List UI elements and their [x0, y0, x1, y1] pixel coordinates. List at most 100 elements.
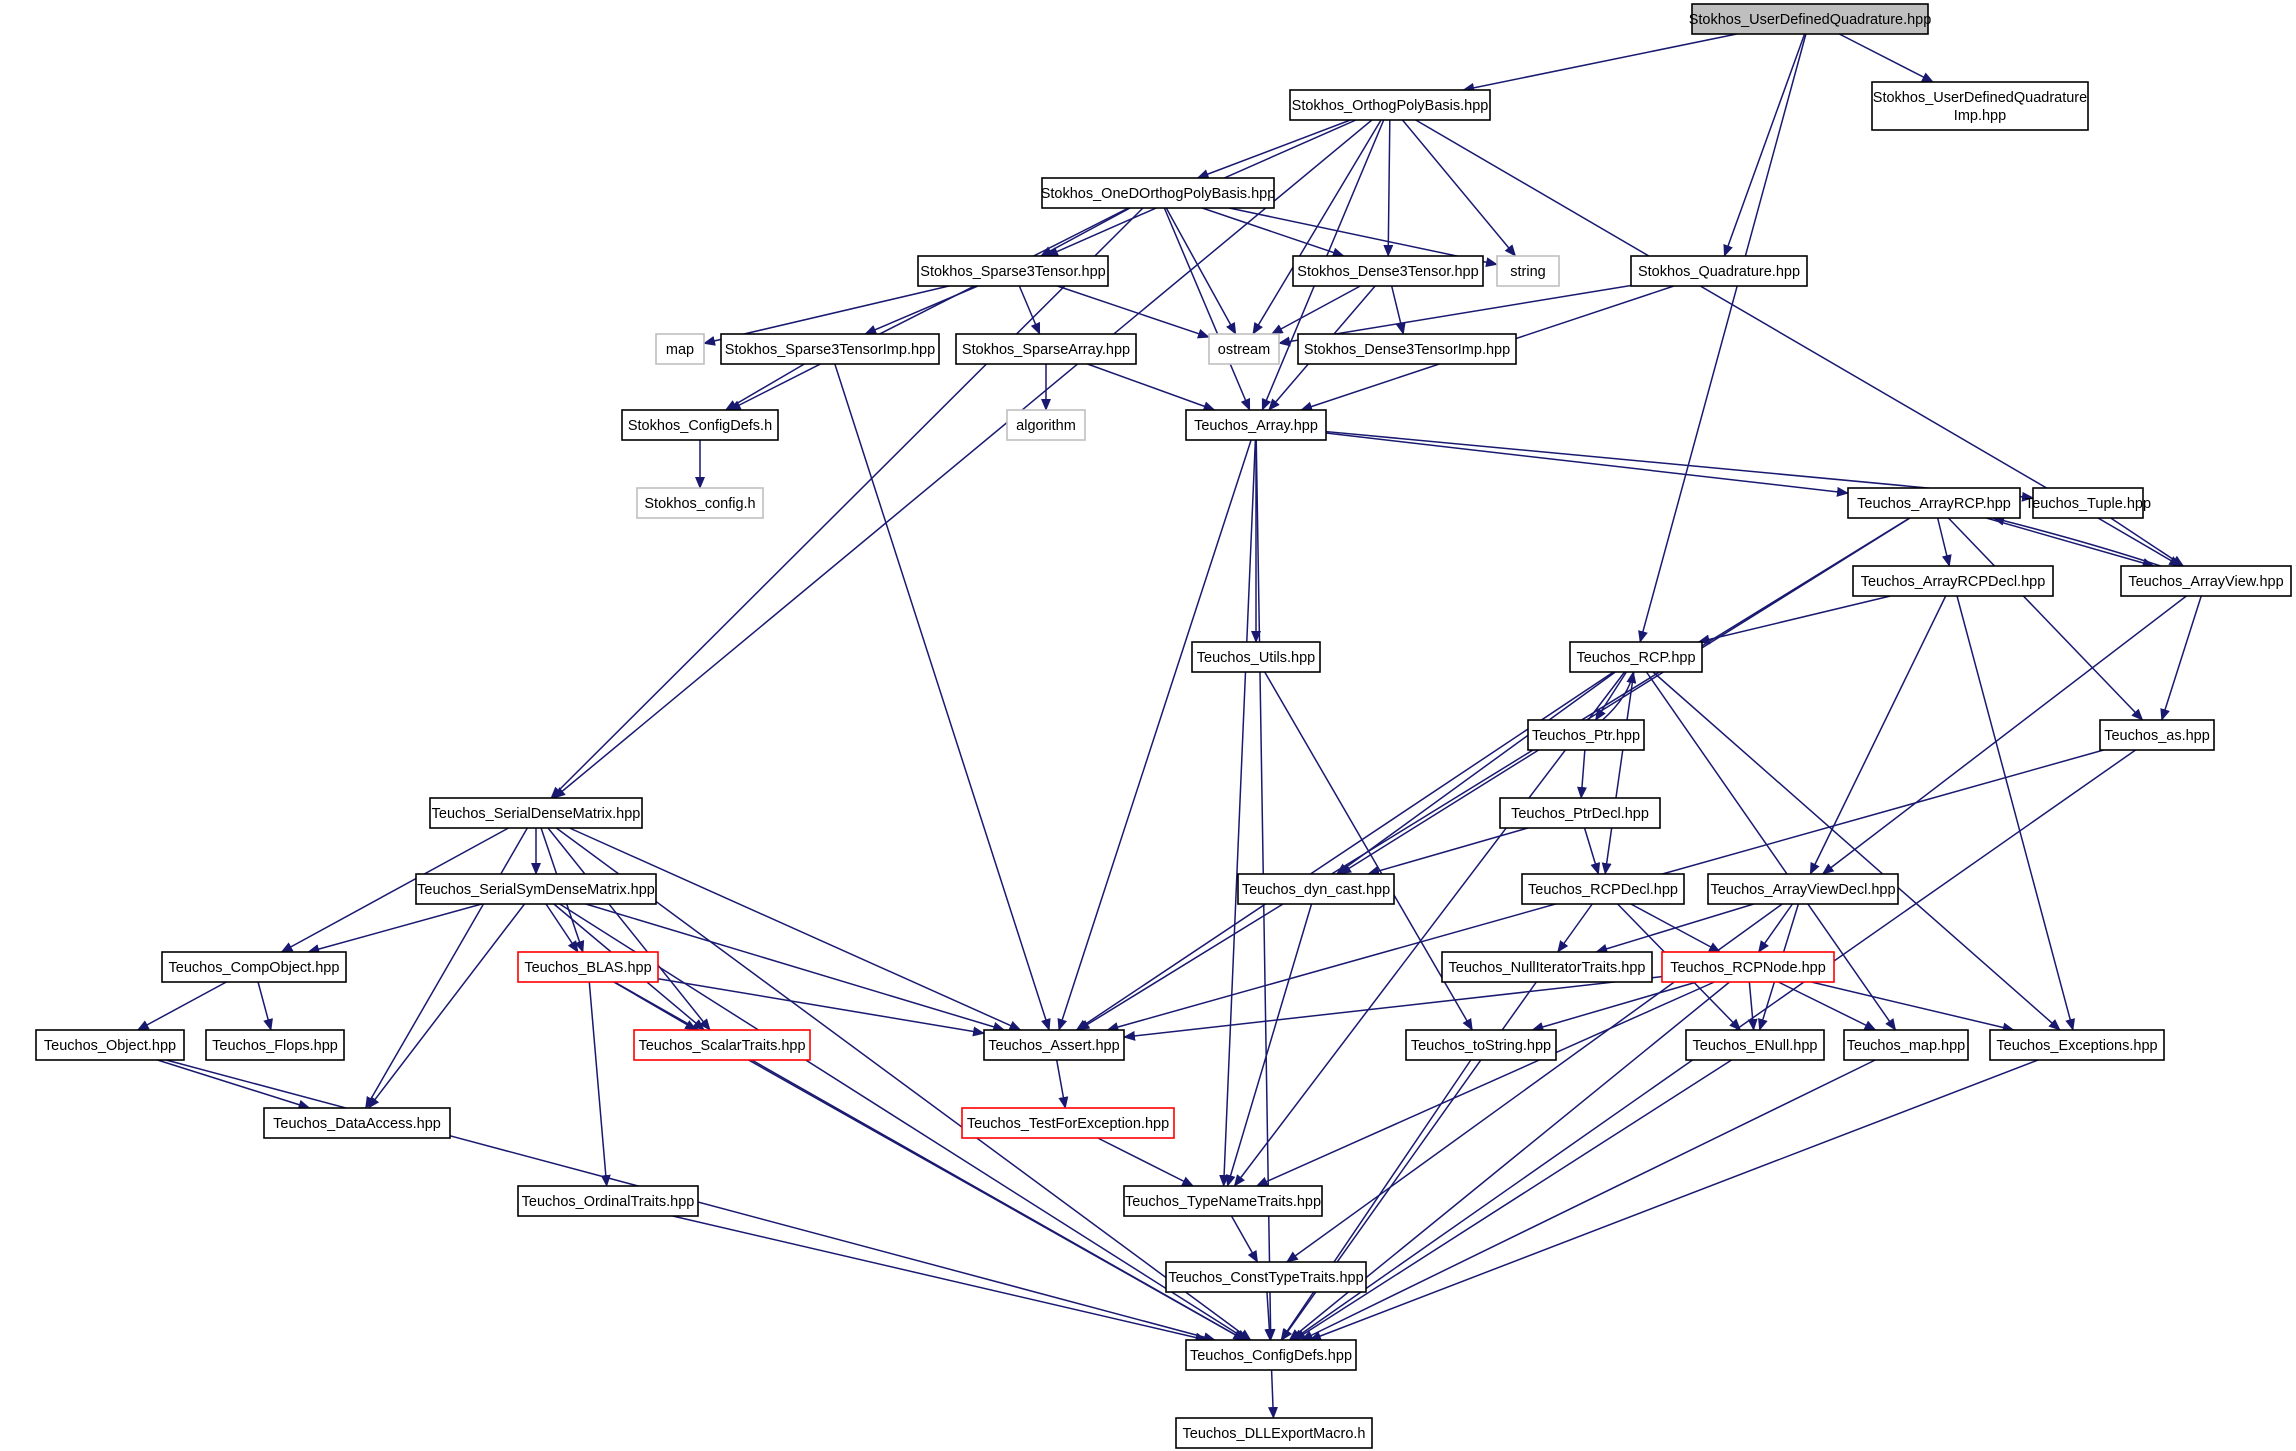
node-arcp[interactable]: Teuchos_ArrayRCP.hpp [1847, 487, 2021, 519]
edge-root-to-udqimp [1838, 33, 1934, 83]
node-avdecl[interactable]: Teuchos_ArrayViewDecl.hpp [1707, 873, 1899, 905]
node-compobj[interactable]: Teuchos_CompObject.hpp [161, 951, 347, 983]
node-ssdm[interactable]: Teuchos_SerialSymDenseMatrix.hpp [415, 873, 657, 905]
node-box [1527, 719, 1645, 751]
node-sp3[interactable]: Stokhos_Sparse3Tensor.hpp [917, 255, 1109, 287]
node-algorithm[interactable]: algorithm [1006, 409, 1086, 441]
node-box [2099, 719, 2215, 751]
edge-assert-to-testforexc [1055, 1059, 1069, 1109]
node-typename[interactable]: Teuchos_TypeNameTraits.hpp [1123, 1185, 1323, 1217]
node-oned[interactable]: Stokhos_OneDOrthogPolyBasis.hpp [1041, 177, 1276, 209]
node-quad[interactable]: Stokhos_Quadrature.hpp [1630, 255, 1808, 287]
node-tuple[interactable]: Teuchos_Tuple.hpp [2025, 487, 2151, 519]
edge-compobj-to-object [136, 981, 227, 1031]
node-d3[interactable]: Stokhos_Dense3Tensor.hpp [1292, 255, 1484, 287]
node-string[interactable]: string [1496, 255, 1560, 287]
edge-arcp-to-aview [1986, 517, 2155, 568]
edge-arcp-to-dyncast [1339, 517, 1911, 875]
node-flops[interactable]: Teuchos_Flops.hpp [205, 1029, 345, 1061]
node-label: algorithm [1016, 418, 1076, 434]
node-box [2120, 565, 2292, 597]
edge-root-to-rcp [1638, 33, 1807, 643]
node-rcpdecl[interactable]: Teuchos_RCPDecl.hpp [1521, 873, 1685, 905]
node-label: Teuchos_dyn_cast.hpp [1242, 882, 1390, 898]
edge-aview-to-arcp [1992, 515, 2161, 567]
edge-enull-to-tconfig [1293, 1059, 1732, 1341]
node-label: Teuchos_CompObject.hpp [169, 960, 340, 976]
node-rcpnode[interactable]: Teuchos_RCPNode.hpp [1661, 951, 1835, 983]
node-cfgdefs[interactable]: Stokhos_ConfigDefs.h [621, 409, 779, 441]
node-utils[interactable]: Teuchos_Utils.hpp [1191, 641, 1321, 673]
node-rcp[interactable]: Teuchos_RCP.hpp [1569, 641, 1703, 673]
node-label: Teuchos_Array.hpp [1194, 418, 1318, 434]
node-tostring[interactable]: Teuchos_toString.hpp [1405, 1029, 1557, 1061]
node-label: Teuchos_DLLExportMacro.h [1183, 1426, 1366, 1442]
node-dll[interactable]: Teuchos_DLLExportMacro.h [1175, 1417, 1373, 1449]
edge-orthog-to-sdm [553, 119, 1373, 799]
node-blas[interactable]: Teuchos_BLAS.hpp [517, 951, 659, 983]
node-ostream[interactable]: ostream [1208, 333, 1280, 365]
node-label: Teuchos_TestForException.hpp [967, 1116, 1169, 1132]
node-testforexc[interactable]: Teuchos_TestForException.hpp [961, 1107, 1175, 1139]
node-label: Teuchos_RCPDecl.hpp [1528, 882, 1678, 898]
edge-typename-to-consttype [1230, 1215, 1259, 1263]
node-consttype[interactable]: Teuchos_ConstTypeTraits.hpp [1165, 1261, 1367, 1293]
node-aview[interactable]: Teuchos_ArrayView.hpp [2120, 565, 2292, 597]
node-arcpdecl[interactable]: Teuchos_ArrayRCPDecl.hpp [1852, 565, 2054, 597]
edge-ssdm-to-compobj [307, 903, 482, 954]
node-label: Stokhos_Quadrature.hpp [1638, 264, 1800, 280]
node-label: Teuchos_Tuple.hpp [2025, 496, 2151, 512]
edge-tconfig-to-dll [1268, 1369, 1278, 1419]
nodes-layer: Stokhos_UserDefinedQuadrature.hppStokhos… [35, 3, 2292, 1449]
node-enull[interactable]: Teuchos_ENull.hpp [1685, 1029, 1825, 1061]
node-label: Teuchos_Ptr.hpp [1532, 728, 1640, 744]
node-nullit[interactable]: Teuchos_NullIteratorTraits.hpp [1441, 951, 1653, 983]
node-orthog[interactable]: Stokhos_OrthogPolyBasis.hpp [1289, 89, 1491, 121]
edge-oned-to-sdm [550, 207, 1144, 799]
edge-sp3-to-sp3imp [864, 285, 979, 335]
node-box [1041, 177, 1275, 209]
edge-exceptions-to-tconfig [1309, 1059, 2039, 1341]
edge-d3-to-d3imp [1390, 285, 1406, 335]
node-scalar[interactable]: Teuchos_ScalarTraits.hpp [633, 1029, 811, 1061]
node-d3imp[interactable]: Stokhos_Dense3TensorImp.hpp [1297, 333, 1517, 365]
node-root[interactable]: Stokhos_UserDefinedQuadrature.hpp [1689, 3, 1932, 35]
node-object[interactable]: Teuchos_Object.hpp [35, 1029, 185, 1061]
node-label: Teuchos_DataAccess.hpp [273, 1116, 441, 1132]
node-sp3imp[interactable]: Stokhos_Sparse3TensorImp.hpp [720, 333, 940, 365]
node-tas[interactable]: Teuchos_as.hpp [2099, 719, 2215, 751]
edge-ordinal-to-tconfig [672, 1215, 1208, 1343]
edge-rcpdecl-to-nullit [1557, 903, 1593, 953]
node-ordinal[interactable]: Teuchos_OrdinalTraits.hpp [517, 1185, 699, 1217]
node-dyncast[interactable]: Teuchos_dyn_cast.hpp [1237, 873, 1395, 905]
node-map[interactable]: map [655, 333, 705, 365]
node-label: Teuchos_ConstTypeTraits.hpp [1168, 1270, 1363, 1286]
node-cfgh[interactable]: Stokhos_config.h [636, 487, 764, 519]
node-sparr[interactable]: Stokhos_SparseArray.hpp [955, 333, 1137, 365]
node-tarray[interactable]: Teuchos_Array.hpp [1185, 409, 1327, 441]
node-label: Teuchos_ConfigDefs.hpp [1190, 1348, 1352, 1364]
node-box [1847, 487, 2021, 519]
node-tmap[interactable]: Teuchos_map.hpp [1843, 1029, 1969, 1061]
node-box [1499, 797, 1661, 829]
edge-ptr-to-rcp [1602, 671, 1637, 721]
node-dataacc[interactable]: Teuchos_DataAccess.hpp [263, 1107, 451, 1139]
node-tconfig[interactable]: Teuchos_ConfigDefs.hpp [1185, 1339, 1357, 1371]
node-ptrdecl[interactable]: Teuchos_PtrDecl.hpp [1499, 797, 1661, 829]
node-label: Teuchos_TypeNameTraits.hpp [1125, 1194, 1321, 1210]
node-label: Teuchos_Flops.hpp [212, 1038, 338, 1054]
edge-rcpnode-to-tostring [1531, 981, 1697, 1032]
edge-oned-to-ostream [1165, 207, 1237, 335]
edge-aview-to-avdecl [1821, 595, 2187, 875]
node-box [161, 951, 347, 983]
node-label: Stokhos_Sparse3TensorImp.hpp [725, 342, 935, 358]
node-box [1843, 1029, 1969, 1061]
node-sdm[interactable]: Teuchos_SerialDenseMatrix.hpp [429, 797, 643, 829]
node-assert[interactable]: Teuchos_Assert.hpp [983, 1029, 1125, 1061]
node-exceptions[interactable]: Teuchos_Exceptions.hpp [1989, 1029, 2165, 1061]
edge-avdecl-to-nullit [1595, 903, 1754, 954]
node-label: Teuchos_ENull.hpp [1693, 1038, 1818, 1054]
node-ptr[interactable]: Teuchos_Ptr.hpp [1527, 719, 1645, 751]
